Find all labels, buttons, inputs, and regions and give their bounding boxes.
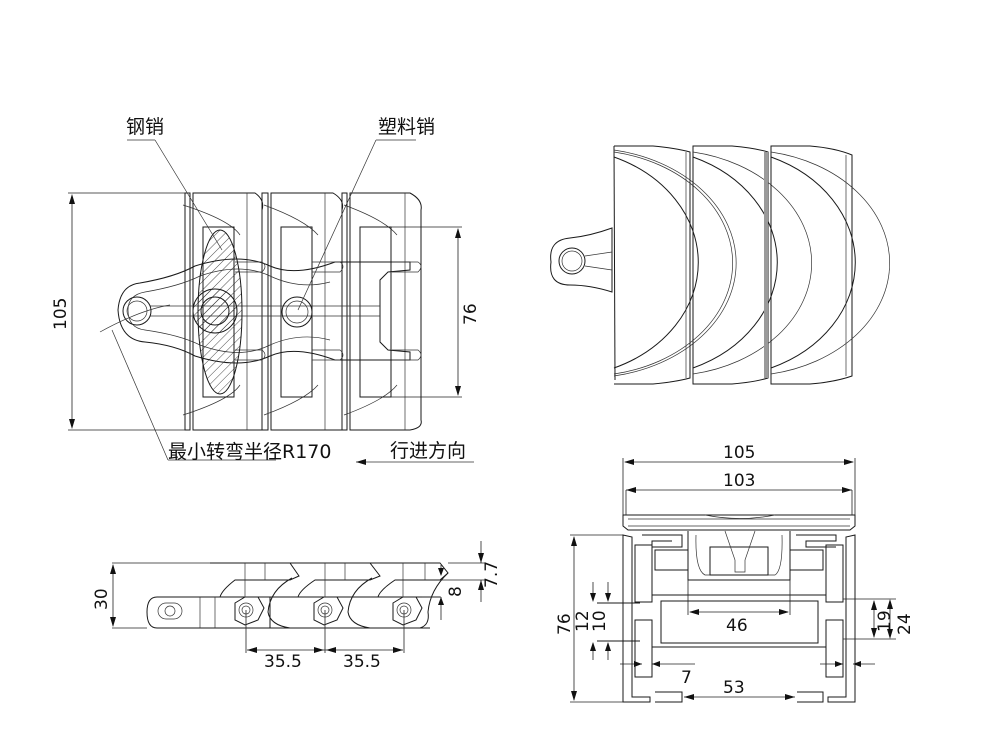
label-steel-pin: 钢销 [126, 116, 164, 138]
dim-section-overall-width: 105 [723, 443, 755, 463]
bottom-view [550, 145, 890, 385]
dim-section-top-width: 103 [723, 471, 755, 491]
label-travel-direction: 行进方向 [390, 440, 466, 462]
link-plate-3 [341, 192, 422, 431]
top-view: 钢销 塑料销 最小转弯半径R170 行进方向 105 76 [51, 116, 481, 465]
dim-slot-10: 10 [590, 610, 610, 632]
link-plate-2 [261, 192, 344, 431]
dim-overall-width: 105 [51, 298, 71, 330]
dim-top-thickness: 7.7 [482, 561, 502, 588]
dim-pitch-1: 35.5 [264, 652, 302, 672]
section-view: 105 103 76 12 10 46 19 24 7 53 [555, 443, 915, 703]
dim-inner-width: 76 [461, 303, 481, 325]
end-eye [122, 296, 152, 326]
bottom-plate-2 [692, 145, 812, 385]
bottom-plate-3 [770, 145, 890, 385]
section-pin-block [709, 546, 769, 576]
dim-section-height: 76 [555, 613, 575, 635]
dim-offset: 8 [446, 586, 466, 597]
plastic-pin [281, 296, 313, 328]
dim-base-53: 53 [723, 678, 745, 698]
side-view: 30 7.7 8 35.5 35.5 [92, 541, 502, 672]
section-top-plate [622, 514, 856, 531]
dim-inner-46: 46 [726, 616, 748, 636]
dim-side-height: 30 [92, 588, 112, 610]
dim-gap-7: 7 [681, 668, 692, 688]
label-plastic-pin: 塑料销 [378, 116, 435, 138]
dim-pitch-2: 35.5 [343, 652, 381, 672]
dim-slot-12: 12 [573, 610, 593, 632]
side-pins [234, 596, 423, 626]
label-min-turn-radius: 最小转弯半径R170 [168, 441, 331, 463]
bottom-plate-1 [613, 145, 737, 385]
dim-right-24: 24 [895, 613, 915, 635]
dim-right-19: 19 [875, 610, 895, 632]
